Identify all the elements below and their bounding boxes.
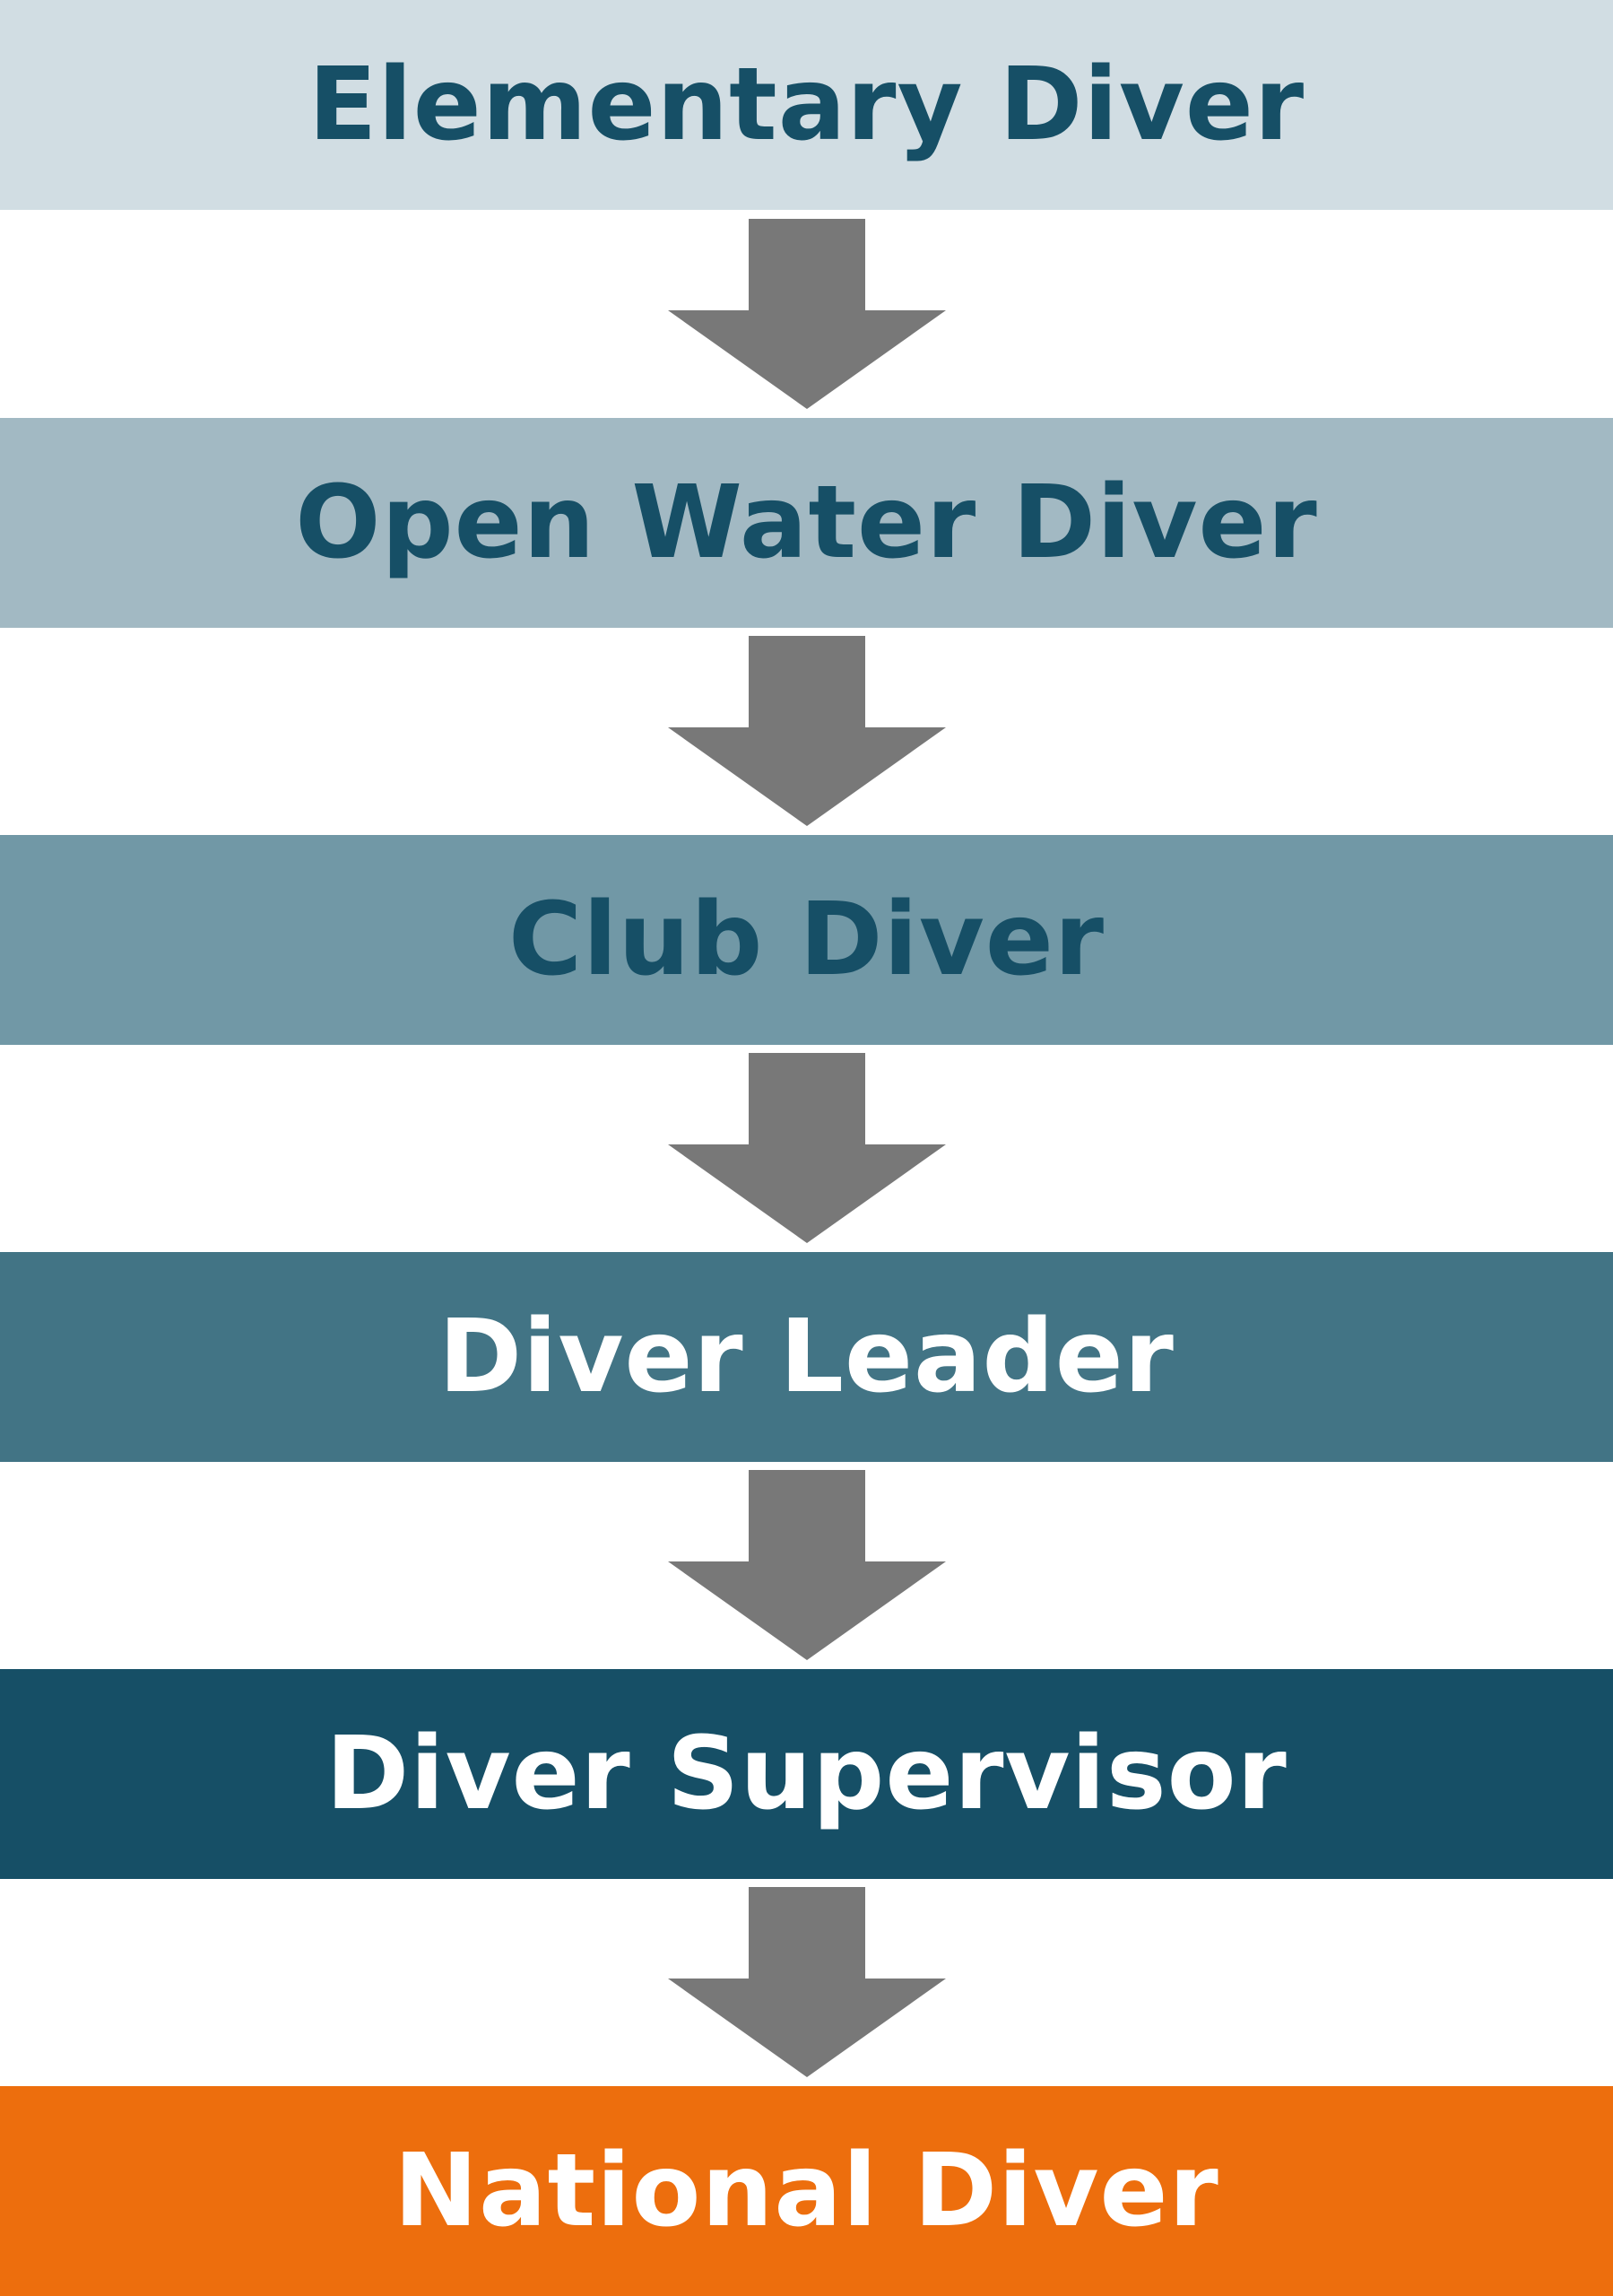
- level-label: Diver Supervisor: [325, 1716, 1288, 1832]
- down-arrow-icon: [668, 1887, 946, 2079]
- down-arrow-icon: [668, 1470, 946, 1662]
- level-label: National Diver: [394, 2133, 1219, 2249]
- level-diver-supervisor: Diver Supervisor: [0, 1669, 1613, 1879]
- down-arrow-icon: [668, 636, 946, 828]
- level-label: Diver Leader: [438, 1299, 1175, 1415]
- level-label: Open Water Diver: [295, 465, 1318, 581]
- down-arrow-icon: [668, 219, 946, 411]
- level-diver-leader: Diver Leader: [0, 1252, 1613, 1462]
- down-arrow-icon: [668, 1053, 946, 1245]
- level-label: Club Diver: [507, 882, 1106, 998]
- level-club-diver: Club Diver: [0, 835, 1613, 1045]
- level-national-diver: National Diver: [0, 2086, 1613, 2296]
- level-open-water-diver: Open Water Diver: [0, 418, 1613, 628]
- level-elementary-diver: Elementary Diver: [0, 0, 1613, 210]
- level-label: Elementary Diver: [308, 47, 1305, 163]
